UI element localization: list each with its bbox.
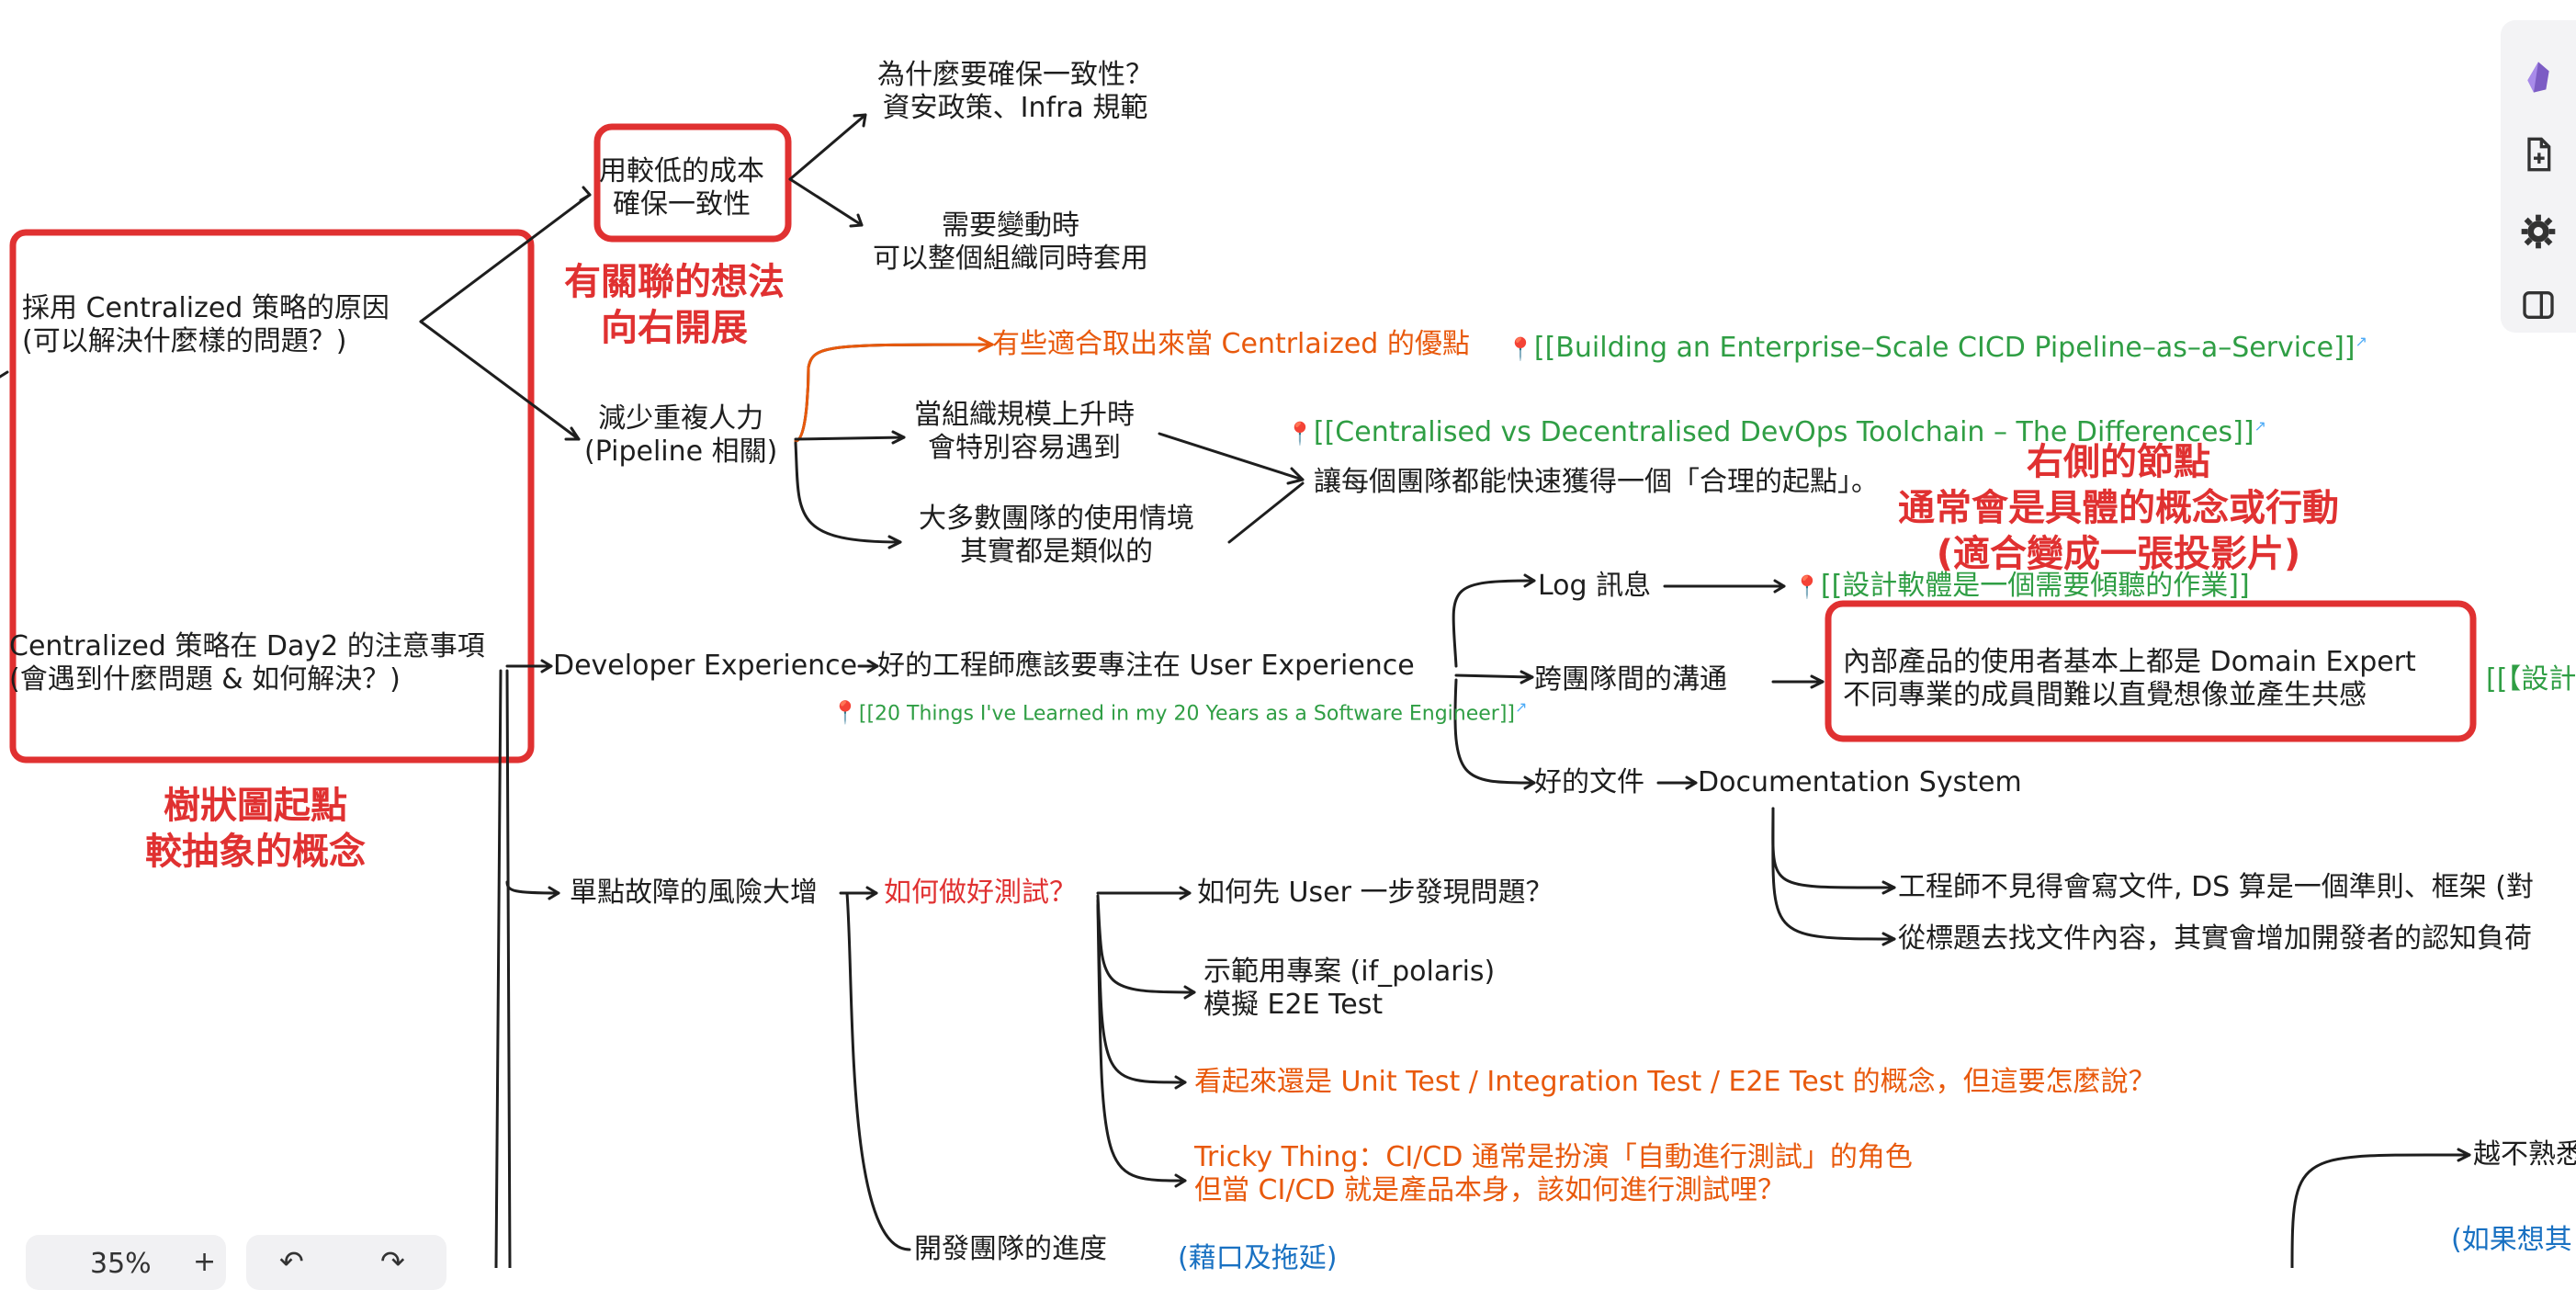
node-how-test[interactable]: 如何做好測試？ bbox=[884, 877, 1077, 909]
link-design-listen[interactable]: 📍[[設計軟體是一個需要傾聽的作業]] bbox=[1793, 570, 2250, 602]
history-controls: ↶ ↷ bbox=[246, 1235, 446, 1290]
link-centralised-devops[interactable]: 📍[[Centralised vs Decentralised DevOps T… bbox=[1286, 416, 2266, 448]
pin-icon: 📍 bbox=[1507, 336, 1534, 362]
redo-button[interactable]: ↷ bbox=[380, 1244, 405, 1279]
node-log-msg[interactable]: Log 訊息 bbox=[1538, 570, 1652, 602]
root-node-reasons[interactable]: 採用 Centralized 策略的原因 (可以解決什麼樣的問題？) bbox=[22, 292, 390, 357]
link-enterprise-cicd[interactable]: 📍[[Building an Enterprise–Scale CICD Pip… bbox=[1507, 332, 2367, 364]
node-title-search[interactable]: 從標題去找文件內容，其實會增加開發者的認知負荷 bbox=[1898, 922, 2532, 955]
link-20-things[interactable]: 📍[[20 Things I've Learned in my 20 Years… bbox=[831, 698, 1528, 726]
node-bottom-right[interactable]: (如果想其 bbox=[2451, 1224, 2572, 1256]
annotation-tree-start: 樹狀圖起點 較抽象的概念 bbox=[145, 785, 366, 873]
node-tricky[interactable]: Tricky Thing：CI/CD 通常是扮演「自動進行測試」的角色 但當 C… bbox=[1194, 1141, 1913, 1206]
settings-gear-icon[interactable] bbox=[2516, 209, 2560, 254]
link-design-partial[interactable]: [[【設計 bbox=[2486, 663, 2576, 696]
node-more-unfamiliar[interactable]: 越不熟悉 bbox=[2473, 1138, 2576, 1171]
node-cross-team[interactable]: 跨團隊間的溝通 bbox=[1534, 663, 1727, 696]
pin-icon: 📍 bbox=[831, 699, 859, 726]
pin-icon: 📍 bbox=[1286, 421, 1314, 447]
external-link-icon: ↗ bbox=[2254, 417, 2266, 435]
node-excuse[interactable]: (藉口及拖延) bbox=[1178, 1242, 1338, 1274]
root-node-day2[interactable]: Centralized 策略在 Day2 的注意事項 (會遇到什麼問題 & 如何… bbox=[9, 630, 485, 696]
pin-icon: 📍 bbox=[1793, 574, 1821, 600]
node-why-consistency[interactable]: 為什麼要確保一致性？ 資安政策、Infra 規範 bbox=[877, 59, 1153, 124]
node-unit-test[interactable]: 看起來還是 Unit Test / Integration Test / E2E… bbox=[1194, 1066, 2156, 1098]
external-link-icon: ↗ bbox=[1515, 698, 1528, 716]
node-most-teams[interactable]: 大多數團隊的使用情境 其實都是類似的 bbox=[919, 503, 1194, 568]
new-file-icon[interactable] bbox=[2516, 132, 2560, 176]
sidebar-toggle-icon[interactable] bbox=[2516, 283, 2560, 327]
annotation-right-nodes: 右側的節點 通常會是具體的概念或行動 (適合變成一張投影片) bbox=[1898, 441, 2339, 575]
node-org-scale[interactable]: 當組織規模上升時 會特別容易遇到 bbox=[914, 399, 1135, 464]
node-single-point[interactable]: 單點故障的風險大增 bbox=[570, 877, 818, 909]
node-reduce-dup[interactable]: 減少重複人力 (Pipeline 相關) bbox=[584, 402, 778, 468]
obsidian-logo-icon[interactable] bbox=[2516, 55, 2560, 99]
node-suitable[interactable]: 有些適合取出來當 Centrlaized 的優點 bbox=[992, 328, 1470, 360]
annotation-right-expand: 有關聯的想法 向右開展 bbox=[564, 261, 785, 349]
node-reasonable-start[interactable]: 讓每個團隊都能快速獲得一個「合理的起點」。 bbox=[1314, 466, 1879, 498]
node-engineer-doc[interactable]: 工程師不見得會寫文件, DS 算是一個準則、框架 (對 bbox=[1898, 871, 2534, 903]
right-toolbar bbox=[2501, 20, 2576, 333]
node-find-first[interactable]: 如何先 User 一步發現問題？ bbox=[1197, 877, 1554, 909]
node-consistency[interactable]: 用較低的成本 確保一致性 bbox=[599, 155, 764, 221]
zoom-in-button[interactable]: + bbox=[193, 1246, 217, 1278]
node-domain-expert[interactable]: 內部產品的使用者基本上都是 Domain Expert 不同專業的成員間難以直覺… bbox=[1843, 646, 2416, 711]
external-link-icon: ↗ bbox=[2355, 333, 2367, 350]
undo-button[interactable]: ↶ bbox=[279, 1244, 304, 1279]
node-demo-project[interactable]: 示範用專案 (if_polaris) 模擬 E2E Test bbox=[1203, 956, 1496, 1021]
node-change-apply[interactable]: 需要變動時 可以整個組織同時套用 bbox=[873, 209, 1148, 275]
node-good-engineer[interactable]: 好的工程師應該要專注在 User Experience bbox=[877, 650, 1415, 682]
node-good-doc[interactable]: 好的文件 bbox=[1534, 766, 1644, 798]
zoom-level[interactable]: 35% bbox=[90, 1248, 152, 1280]
node-dev-experience[interactable]: Developer Experience bbox=[553, 650, 858, 682]
node-doc-system[interactable]: Documentation System bbox=[1698, 766, 2022, 798]
node-dev-progress[interactable]: 開發團隊的進度 bbox=[914, 1233, 1107, 1265]
zoom-controls: 35% + bbox=[26, 1235, 226, 1290]
